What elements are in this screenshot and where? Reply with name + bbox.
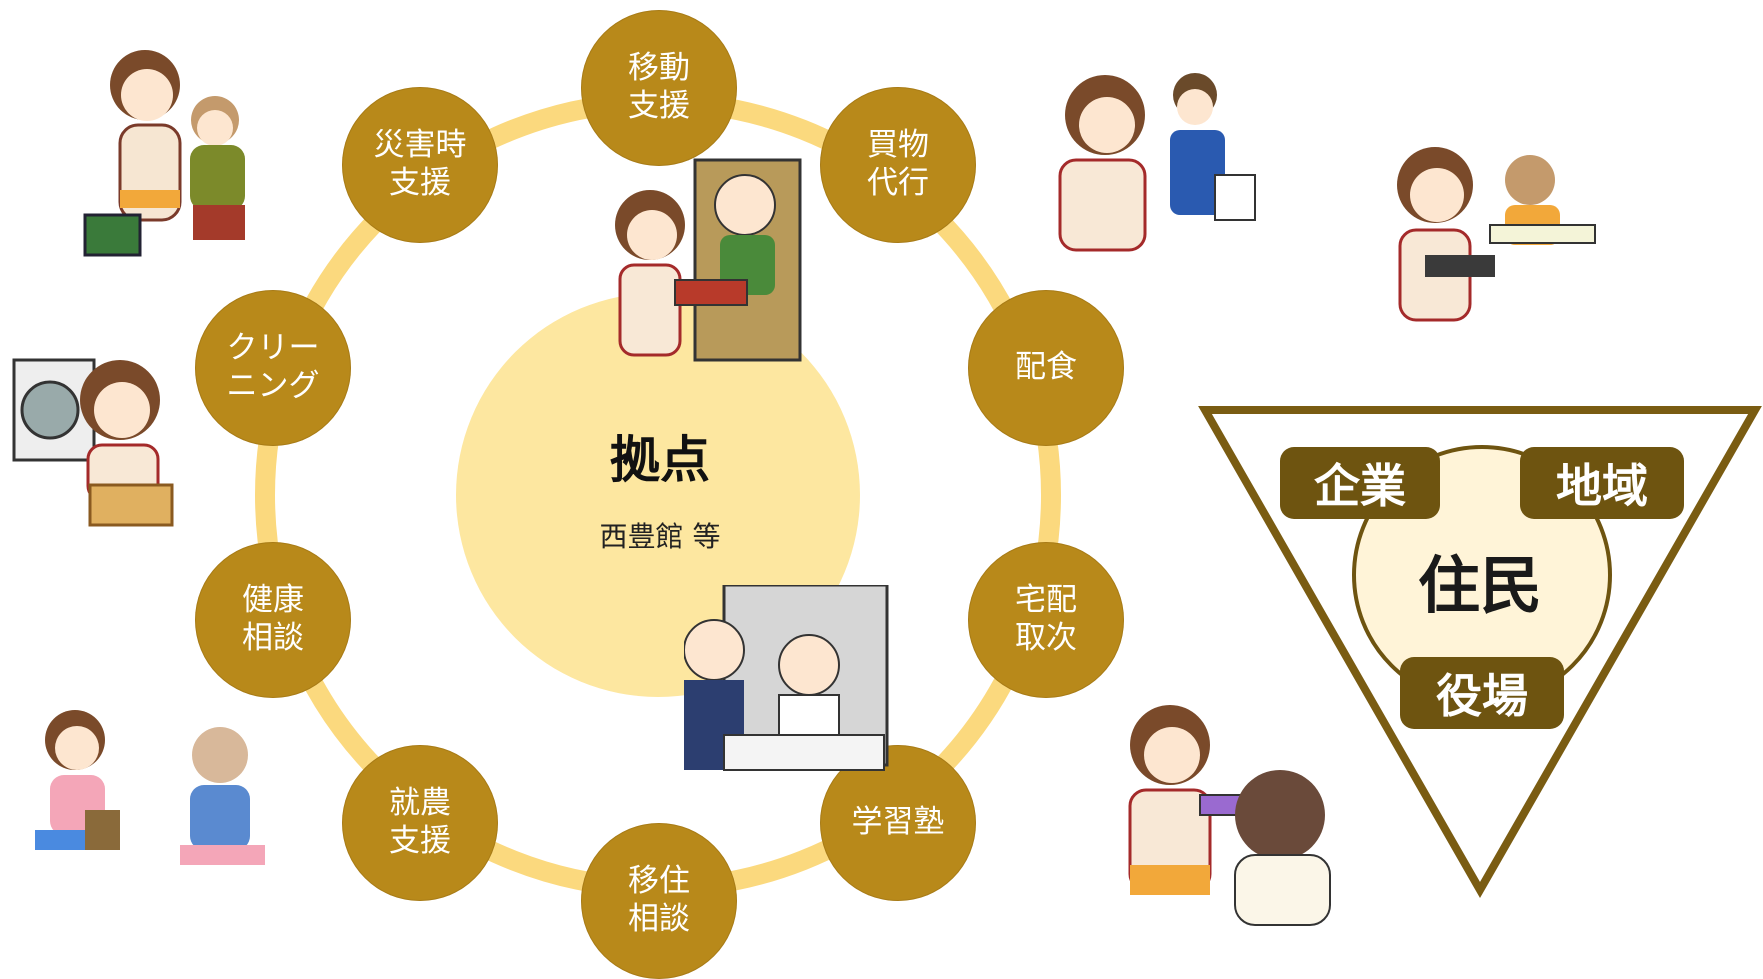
service-node-meal: 配食 bbox=[968, 290, 1124, 446]
tag-community: 地域 bbox=[1520, 447, 1684, 519]
tag-town-office: 役場 bbox=[1400, 657, 1564, 729]
hub-title: 拠点 bbox=[610, 431, 710, 489]
tag-company: 企業 bbox=[1280, 447, 1440, 519]
service-node-delivery: 宅配 取次 bbox=[968, 542, 1124, 698]
service-node-cleaning: クリー ニング bbox=[195, 290, 351, 446]
health-consultation-icon bbox=[35, 710, 265, 865]
shopping-helper-icon bbox=[1058, 73, 1256, 252]
meal-assistance-icon bbox=[1397, 147, 1596, 322]
caregiver-walking-with-elder-icon bbox=[83, 50, 245, 257]
service-node-relocation: 移住 相談 bbox=[581, 823, 737, 979]
hub-subtitle: 西豊館 等 bbox=[599, 520, 721, 553]
service-node-health: 健康 相談 bbox=[195, 542, 351, 698]
meal-delivery-to-elder-icon bbox=[615, 158, 802, 362]
resident-label: 住民 bbox=[1417, 549, 1542, 622]
service-node-farming: 就農 支援 bbox=[342, 745, 498, 901]
service-node-transport: 移動 支援 bbox=[581, 10, 737, 166]
laundry-worker-icon bbox=[12, 358, 174, 527]
tutoring-session-icon bbox=[684, 585, 889, 771]
service-node-shopping: 買物 代行 bbox=[820, 87, 976, 243]
service-node-disaster: 災害時 支援 bbox=[342, 87, 498, 243]
delivery-handoff-icon bbox=[1128, 705, 1331, 926]
